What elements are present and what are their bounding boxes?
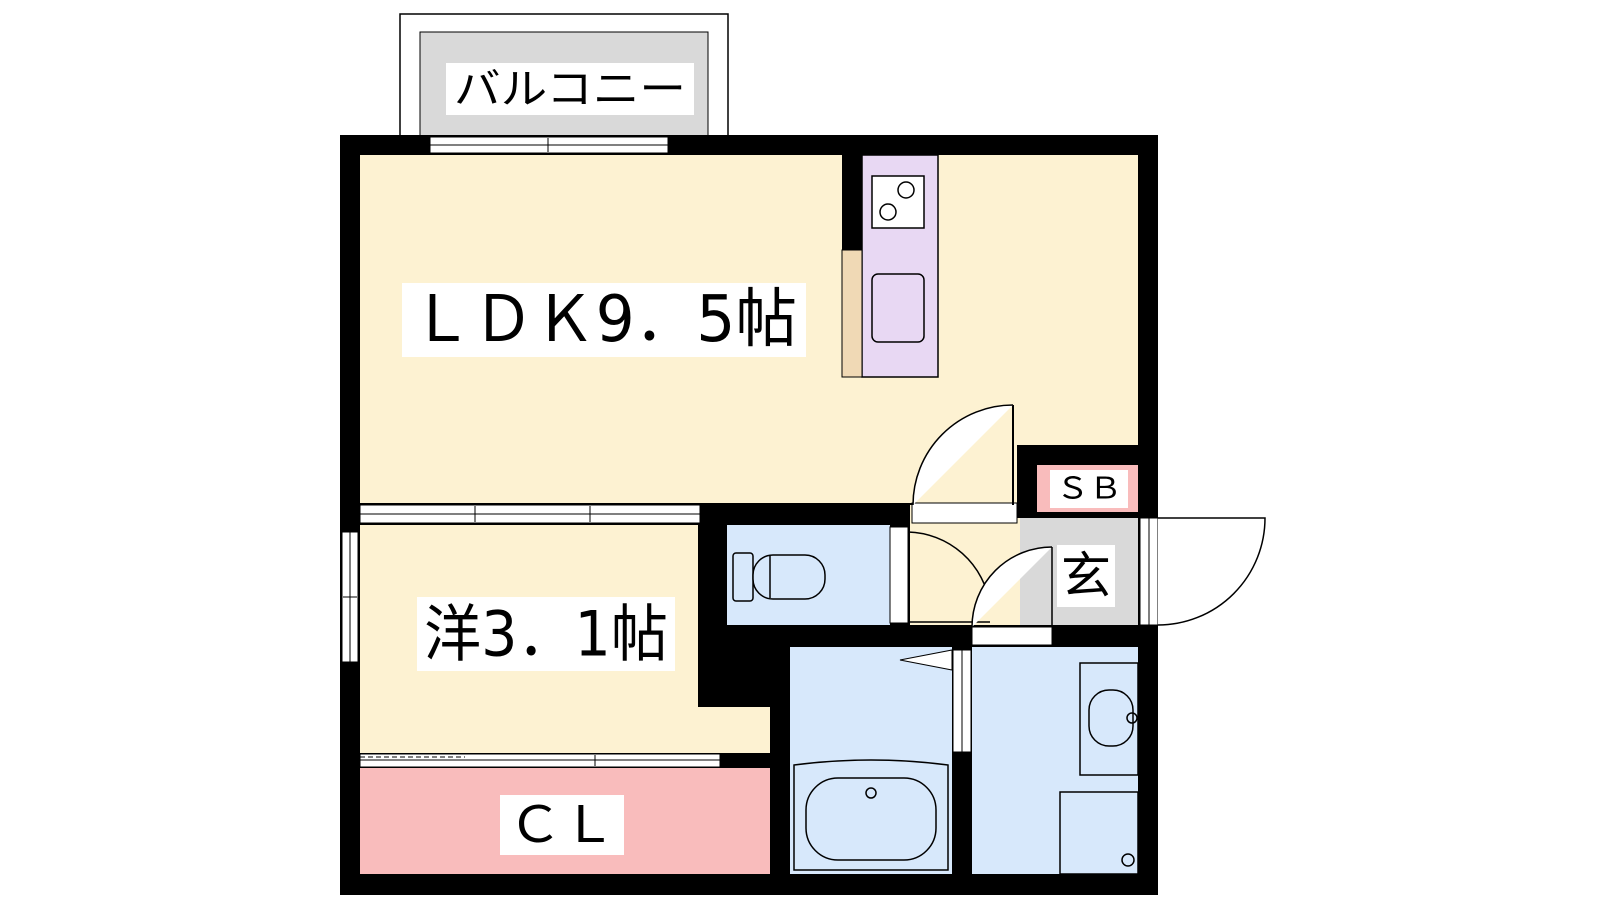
wall-toilet-bottom — [727, 625, 972, 647]
stove — [871, 175, 925, 229]
wall-ldk-right-lower — [1020, 445, 1158, 465]
wall-ldk-divider — [698, 503, 910, 525]
western-room-alcove — [698, 707, 770, 753]
washbasin-bowl — [1088, 689, 1134, 747]
wall-shoebox-left — [1017, 445, 1037, 518]
kitchen-sink — [871, 273, 925, 343]
wall-western-right — [708, 525, 727, 707]
ldk-label-bg — [402, 283, 806, 357]
closet-label: ＣＬ — [508, 796, 616, 854]
balcony-label-bg — [446, 63, 694, 115]
bath-door-marker — [899, 649, 953, 671]
bathtub-drain-icon — [865, 787, 877, 799]
western-room-label-bg — [417, 597, 675, 671]
kitchen-floor-strip — [841, 249, 863, 378]
drain-icon — [1121, 853, 1135, 867]
faucet-icon — [1126, 712, 1138, 724]
stove-burner-icon — [879, 203, 897, 221]
bathtub-basin — [805, 777, 937, 861]
western-room-label: 洋3．1帖 — [424, 598, 668, 671]
stove-burner-icon — [897, 181, 915, 199]
toilet-door[interactable] — [889, 526, 909, 624]
balcony-label: バルコニー — [454, 65, 686, 114]
ldk-door[interactable] — [911, 502, 1018, 524]
toilet-tank — [732, 552, 754, 602]
entrance-door-swing[interactable] — [1157, 517, 1266, 626]
wall-kitchen-stub — [842, 155, 862, 250]
washroom-door[interactable] — [971, 626, 1053, 646]
wall-bath-left — [770, 647, 790, 874]
toilet-bowl — [752, 554, 826, 600]
shoebox-label-bg — [1050, 470, 1128, 508]
entrance-label-bg — [1057, 545, 1115, 607]
washroom-door-swing — [971, 546, 1053, 628]
closet-label-bg — [500, 795, 624, 855]
ldk-label: ＬＤＫ9．5帖 — [411, 283, 797, 357]
washing-machine-space — [1059, 791, 1139, 875]
entrance-label: 玄 — [1061, 547, 1111, 605]
shoebox-label: ＳＢ — [1056, 472, 1122, 507]
ldk-door-swing — [912, 404, 1014, 506]
wall-entrance-bottom — [1040, 625, 1158, 647]
